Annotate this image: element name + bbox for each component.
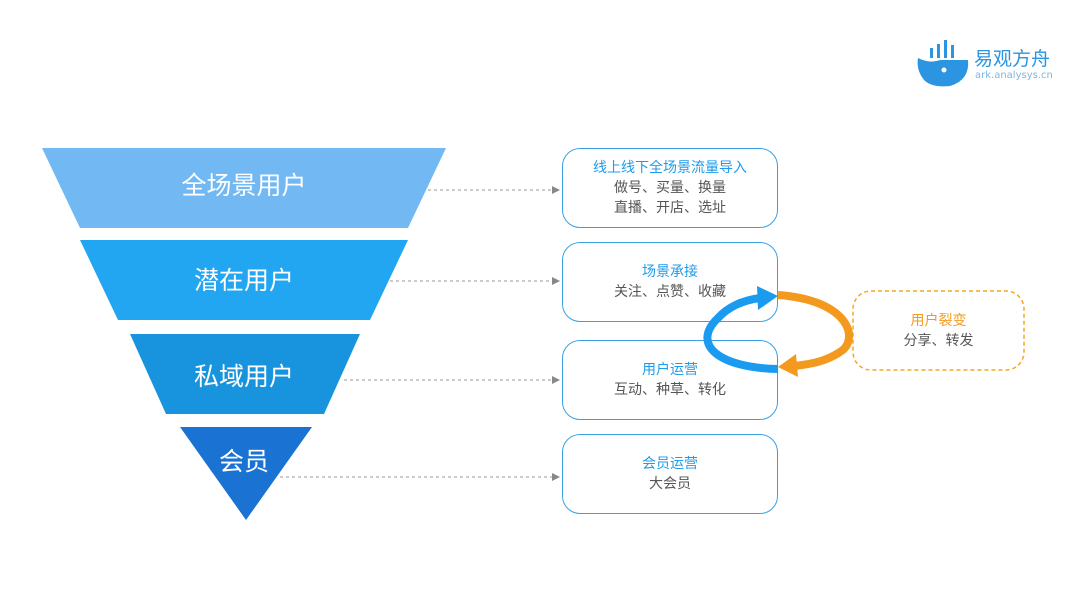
funnel-label-1: 全场景用户: [181, 171, 307, 200]
fission-line: 分享、转发: [903, 332, 974, 349]
box-line: 大会员: [649, 476, 691, 492]
connector-lines: [280, 189, 552, 478]
box-line: 直播、开店、选址: [614, 200, 726, 216]
box-title: 线上线下全场景流量导入: [593, 160, 747, 176]
funnel-layer-4: [180, 427, 312, 520]
logo-name: 易观方舟: [974, 48, 1051, 70]
box-line: 关注、点赞、收藏: [614, 284, 726, 300]
funnel-label-4: 会员: [218, 447, 270, 476]
funnel-layer-2: [80, 240, 408, 320]
fission-box-border: [852, 290, 1025, 371]
stage-box-member: 会员运营 大会员: [562, 434, 778, 514]
funnel-label-3: 私域用户: [193, 362, 295, 391]
box-title: 场景承接: [642, 264, 698, 280]
logo-url: ark.analysys.cn: [975, 70, 1053, 81]
funnel-label-2: 潜在用户: [193, 266, 295, 295]
funnel-layer-1: [42, 148, 446, 228]
box-line: 互动、种草、转化: [614, 382, 726, 398]
stage-box-traffic: 线上线下全场景流量导入 做号、买量、换量 直播、开店、选址: [562, 148, 778, 228]
box-line: 做号、买量、换量: [614, 180, 726, 196]
box-title: 用户运营: [642, 362, 698, 378]
funnel-layer-3: [130, 334, 360, 414]
fission-box: 用户裂变 分享、转发: [853, 291, 1024, 370]
fission-title: 用户裂变: [910, 312, 967, 329]
stage-box-operation: 用户运营 互动、种草、转化: [562, 340, 778, 420]
connector-arrowheads: [552, 186, 560, 481]
box-title: 会员运营: [642, 456, 698, 472]
stage-box-scene: 场景承接 关注、点赞、收藏: [562, 242, 778, 322]
